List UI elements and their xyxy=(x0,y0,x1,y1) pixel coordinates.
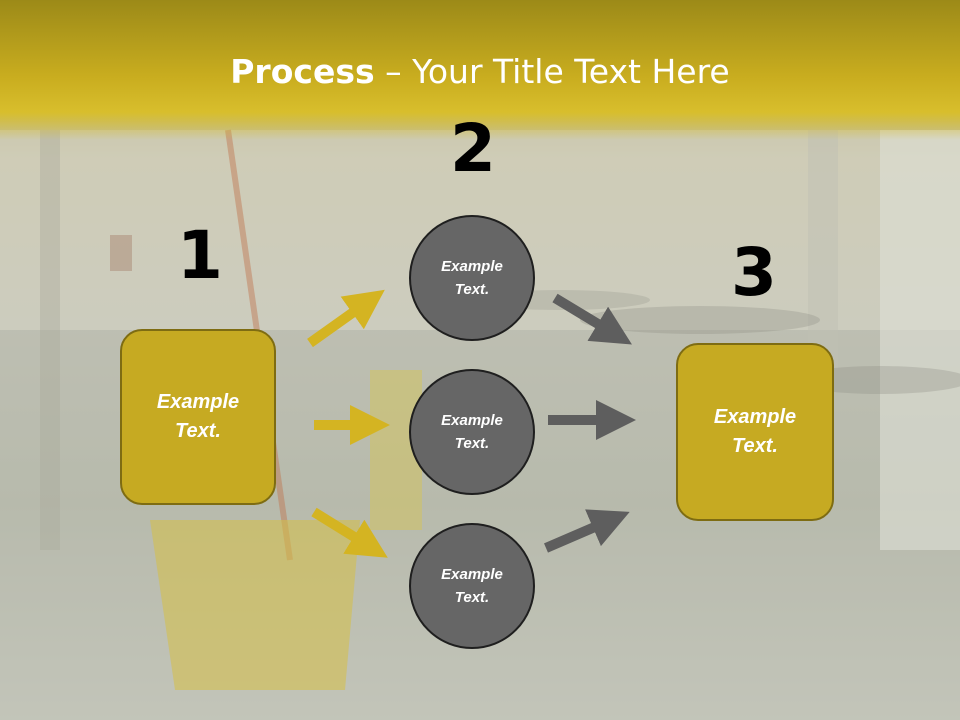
step-2-circle-middle: Example Text. xyxy=(409,369,535,495)
step-number-3: 3 xyxy=(731,234,777,311)
step-number-2: 2 xyxy=(450,110,496,187)
circle-bottom-line1: Example xyxy=(441,566,503,583)
title-bold: Process xyxy=(230,52,375,91)
circle-bottom-line2: Text. xyxy=(454,589,490,606)
circle-top-line2: Text. xyxy=(454,281,490,298)
arrow-gray-up xyxy=(544,509,630,553)
step-3-text-line1: Example xyxy=(713,406,797,428)
step-3-text-line2: Text. xyxy=(732,435,778,457)
step-1-text-line1: Example xyxy=(156,391,240,413)
step-2-circle-top: Example Text. xyxy=(409,215,535,341)
circle-middle-line2: Text. xyxy=(454,435,490,452)
circle-middle-line1: Example xyxy=(441,412,503,429)
circle-top-line1: Example xyxy=(441,258,503,275)
arrow-yellow-up xyxy=(307,289,385,348)
arrow-gray-down xyxy=(552,293,632,345)
step-1-text-line2: Text. xyxy=(175,420,221,442)
slide-title: Process – Your Title Text Here xyxy=(0,52,960,91)
title-band xyxy=(0,0,960,140)
step-2-circle-bottom: Example Text. xyxy=(409,523,535,649)
step-1-box: Example Text. xyxy=(120,329,276,505)
step-3-box: Example Text. xyxy=(676,343,834,521)
step-number-1: 1 xyxy=(177,217,223,294)
title-rest: – Your Title Text Here xyxy=(374,52,730,91)
arrow-yellow-down xyxy=(311,507,388,558)
